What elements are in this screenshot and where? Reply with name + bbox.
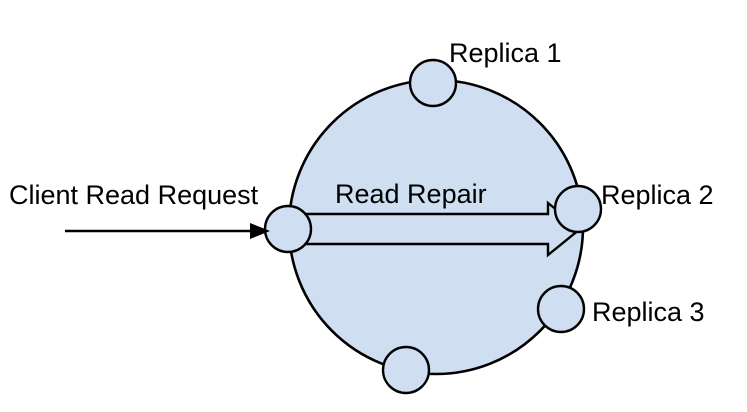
- read-repair-label: Read Repair: [335, 179, 487, 209]
- replica-2-label: Replica 2: [601, 180, 714, 210]
- client-read-request-label: Client Read Request: [9, 180, 259, 210]
- bottom-node[interactable]: [381, 345, 431, 395]
- client-request-arrow-head: [250, 223, 270, 239]
- read-repair-block-arrow: [304, 200, 582, 258]
- replica-1-label: Replica 1: [449, 38, 562, 68]
- replica-1-node[interactable]: [408, 58, 458, 108]
- replica-3-label: Replica 3: [592, 297, 705, 327]
- replica-3-node[interactable]: [536, 284, 586, 334]
- replica-2-node[interactable]: [553, 184, 603, 234]
- coordinator-node[interactable]: [263, 204, 313, 254]
